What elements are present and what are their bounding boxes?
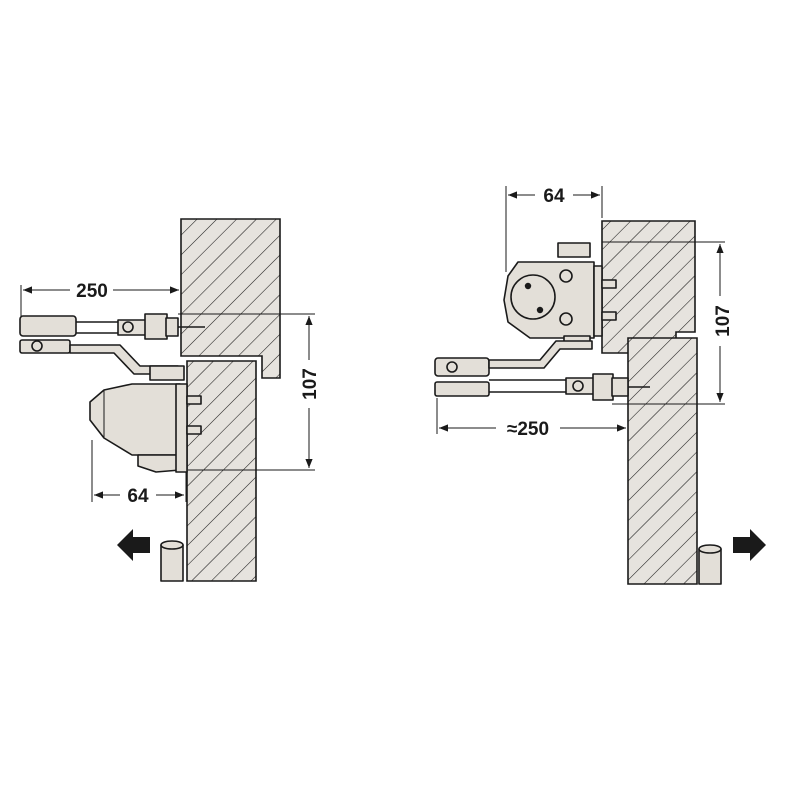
- left-dim-107: 107: [178, 313, 321, 471]
- right-dim-250: ≈250: [436, 398, 629, 440]
- left-closer-body: [89, 383, 202, 473]
- right-dim-107-label: 107: [713, 305, 734, 337]
- right-dim-64: 64: [505, 186, 603, 272]
- left-dim-64: 64: [91, 440, 187, 507]
- left-door-leaf: [186, 360, 257, 582]
- left-installation-view: 250 107 64: [19, 218, 321, 582]
- left-frame: [180, 218, 281, 379]
- left-dim-107-label: 107: [300, 368, 321, 400]
- left-dim-64-label: 64: [127, 486, 149, 507]
- left-arm-assembly: [19, 313, 205, 381]
- arrow-left-icon: [117, 529, 150, 561]
- right-arm-assembly: [434, 340, 650, 401]
- right-closer-body: [503, 242, 617, 347]
- left-hinge-pin: [160, 540, 184, 582]
- right-dim-107: 107: [602, 241, 734, 405]
- right-installation-view: 64 107 ≈250: [434, 186, 766, 585]
- right-dim-250-label: ≈250: [507, 419, 549, 440]
- left-dim-250-label: 250: [76, 281, 108, 302]
- right-door-leaf: [627, 337, 698, 585]
- left-dim-250: 250: [20, 281, 182, 316]
- right-frame: [601, 220, 696, 354]
- right-hinge-pin: [698, 544, 722, 585]
- arrow-right-icon: [733, 529, 766, 561]
- right-dim-64-label: 64: [543, 186, 565, 207]
